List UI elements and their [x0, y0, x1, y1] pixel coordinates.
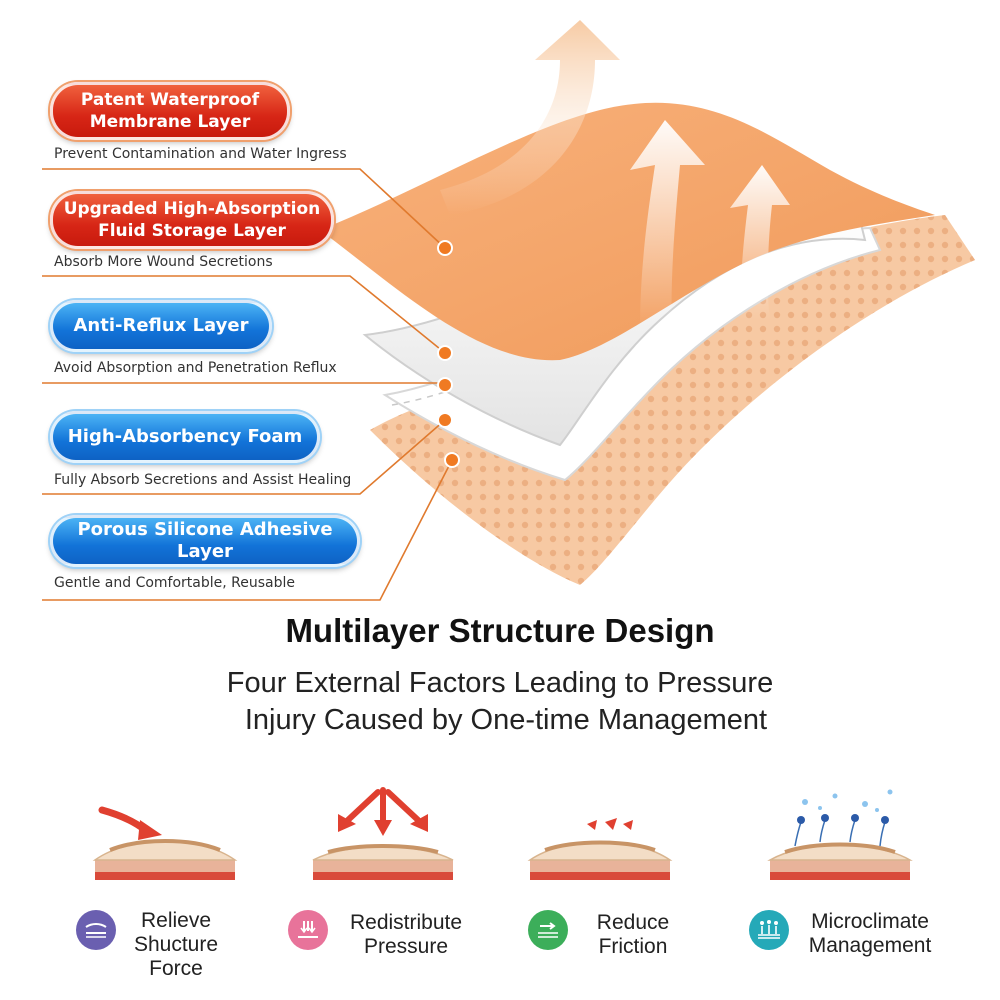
microclimate-icon [749, 910, 789, 950]
factor-label-relieve-shear-force: Relieve Shucture Force [133, 909, 219, 980]
friction-illustration [527, 818, 673, 880]
layer-description-anti-reflux: Avoid Absorption and Penetration Reflux [54, 360, 337, 376]
friction-icon [528, 910, 568, 950]
factor-label-redistribute-pressure: Redistribute Pressure [349, 911, 463, 958]
shear-force-icon [76, 910, 116, 950]
airflow-arrows [440, 20, 790, 330]
layer-description-silicone-adhesive: Gentle and Comfortable, Reusable [54, 575, 296, 591]
page-subtitle-line2: Injury Caused by One-time Management [244, 704, 768, 736]
dressing-layers-illustration [42, 20, 975, 601]
layer-description-waterproof-membrane: Prevent Contamination and Water Ingress [54, 146, 347, 162]
pressure-illustration [312, 787, 454, 880]
shear-force-illustration [92, 806, 238, 880]
layer-description-high-absorbency-foam: Fully Absorb Secretions and Assist Heali… [54, 472, 352, 488]
layer-description-fluid-storage: Absorb More Wound Secretions [54, 254, 273, 270]
layer-label-high-absorbency-foam: High-Absorbency Foam [50, 411, 320, 463]
pressure-icon [288, 910, 328, 950]
silicone-adhesive-layer [370, 215, 975, 585]
layer-label-silicone-adhesive: Porous Silicone Adhesive Layer [50, 515, 360, 567]
leader-lines [42, 168, 453, 601]
page-title: Multilayer Structure Design [285, 612, 715, 649]
microclimate-illustration [767, 789, 913, 880]
factor-label-reduce-friction: Reduce Friction [596, 911, 670, 958]
leader-dots [437, 240, 460, 468]
page-subtitle-line1: Four External Factors Leading to Pressur… [226, 667, 774, 699]
layer-label-anti-reflux: Anti-Reflux Layer [50, 300, 272, 352]
layer-label-waterproof-membrane: Patent Waterproof Membrane Layer [50, 82, 290, 140]
waterproof-membrane-layer [320, 102, 935, 361]
layer-label-fluid-storage: Upgraded High-Absorption Fluid Storage L… [50, 191, 334, 249]
factor-label-microclimate-management: Microclimate Management [808, 910, 932, 957]
